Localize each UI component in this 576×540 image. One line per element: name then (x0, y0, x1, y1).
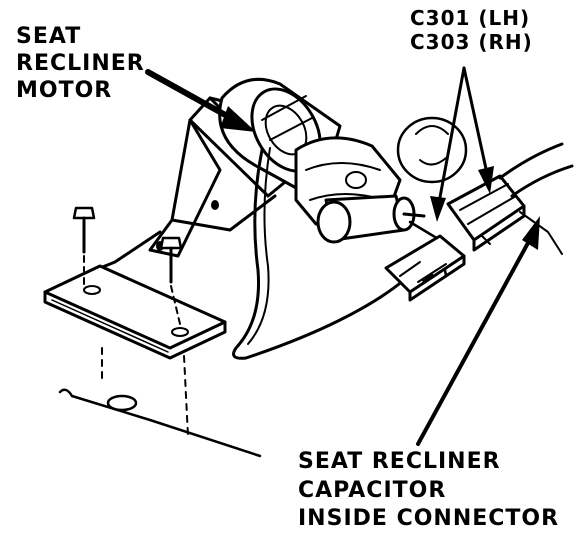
seat-recliner-capacitor-label: SEAT RECLINER CAPACITOR INSIDE CONNECTOR (298, 448, 559, 534)
motor-label-line-2: RECLINER (16, 50, 145, 76)
capacitor-leader-arrow (416, 216, 540, 446)
main-harness (498, 142, 574, 255)
connector-label-rh: C303 (RH) (410, 30, 533, 55)
connector-id-label: C301 (LH) C303 (RH) (410, 6, 533, 55)
capacitor-label-line-3: INSIDE CONNECTOR (298, 506, 560, 532)
connector-female (446, 174, 526, 252)
capacitor-label-line-2: CAPACITOR (298, 477, 447, 503)
floor-panel (58, 388, 262, 458)
connector-leader-arrow-rh (462, 66, 494, 194)
mounting-bolt-left (72, 206, 96, 285)
connector-leader-arrow-lh (430, 66, 466, 222)
connector-label-lh: C301 (LH) (410, 6, 531, 30)
seat-recliner-motor-label: SEAT RECLINER MOTOR (16, 24, 145, 104)
mounting-bolt-right (159, 236, 183, 325)
motor-label-line-3: MOTOR (16, 77, 113, 103)
capacitor-label-line-1: SEAT RECLINER (298, 449, 501, 474)
leader-arrows (145, 66, 540, 446)
motor-label-line-1: SEAT (16, 24, 82, 49)
mounting-plate (43, 264, 227, 360)
connector-detail-circle (396, 116, 468, 184)
motor-leader-arrow (145, 69, 256, 132)
alignment-guides (101, 347, 189, 437)
output-shaft (316, 194, 426, 244)
connector-male (384, 234, 466, 302)
